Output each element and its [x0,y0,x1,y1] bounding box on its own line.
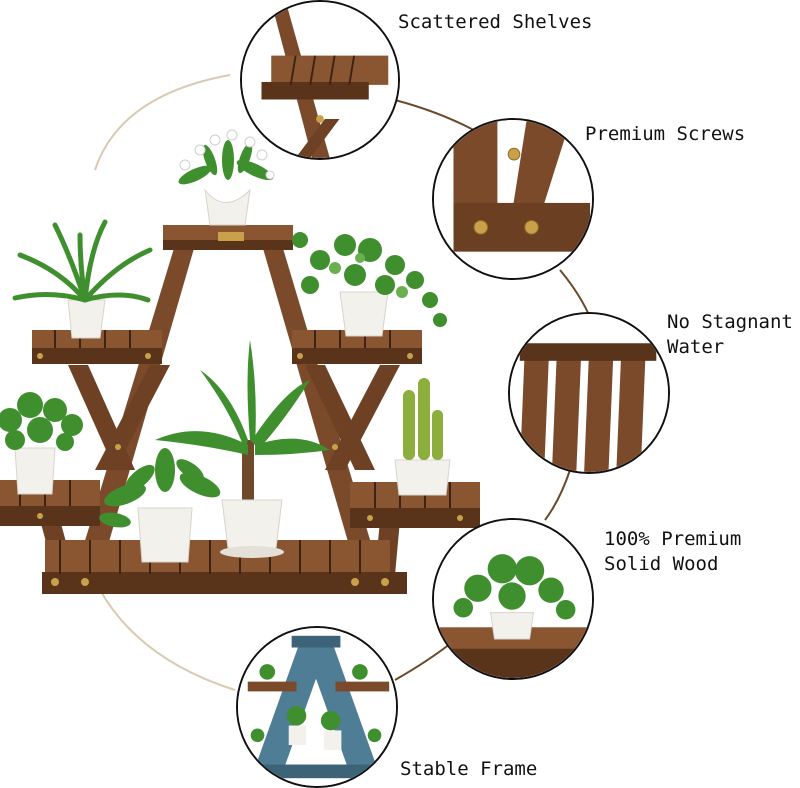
screw-icon [524,219,539,235]
detail-circle-premium-screws [432,118,594,280]
connecting-arc [99,589,236,691]
detail-circle-stable-frame [236,626,398,788]
feature-label-scattered-shelves: Scattered Shelves [398,11,593,33]
feature-label-stable-frame: Stable Frame [400,758,538,780]
connecting-arc [394,639,456,681]
plant-cactus [394,378,451,496]
plant-lower-middle [99,448,221,563]
feature-label-premium-solid-wood: 100% Premium Solid Wood [604,528,742,575]
plant-middle-right [292,232,447,337]
plant-lower-left [0,392,83,495]
connecting-arc [544,469,571,521]
plant-center-tall [155,340,330,558]
product-tag [218,232,244,241]
plant-stand [0,225,480,594]
plant-top [178,129,275,226]
screw-icon [507,147,521,161]
detail-circle-scattered-shelves [240,0,400,160]
feature-label-premium-screws: Premium Screws [585,123,746,145]
connecting-arc [94,74,231,171]
feature-label-no-stagnant-water: No Stagnant Water [667,311,793,358]
screw-icon [473,219,489,235]
detail-circle-no-stagnant-water [508,312,670,474]
detail-circle-premium-solid-wood [432,518,594,680]
plant-middle-left [12,219,153,339]
